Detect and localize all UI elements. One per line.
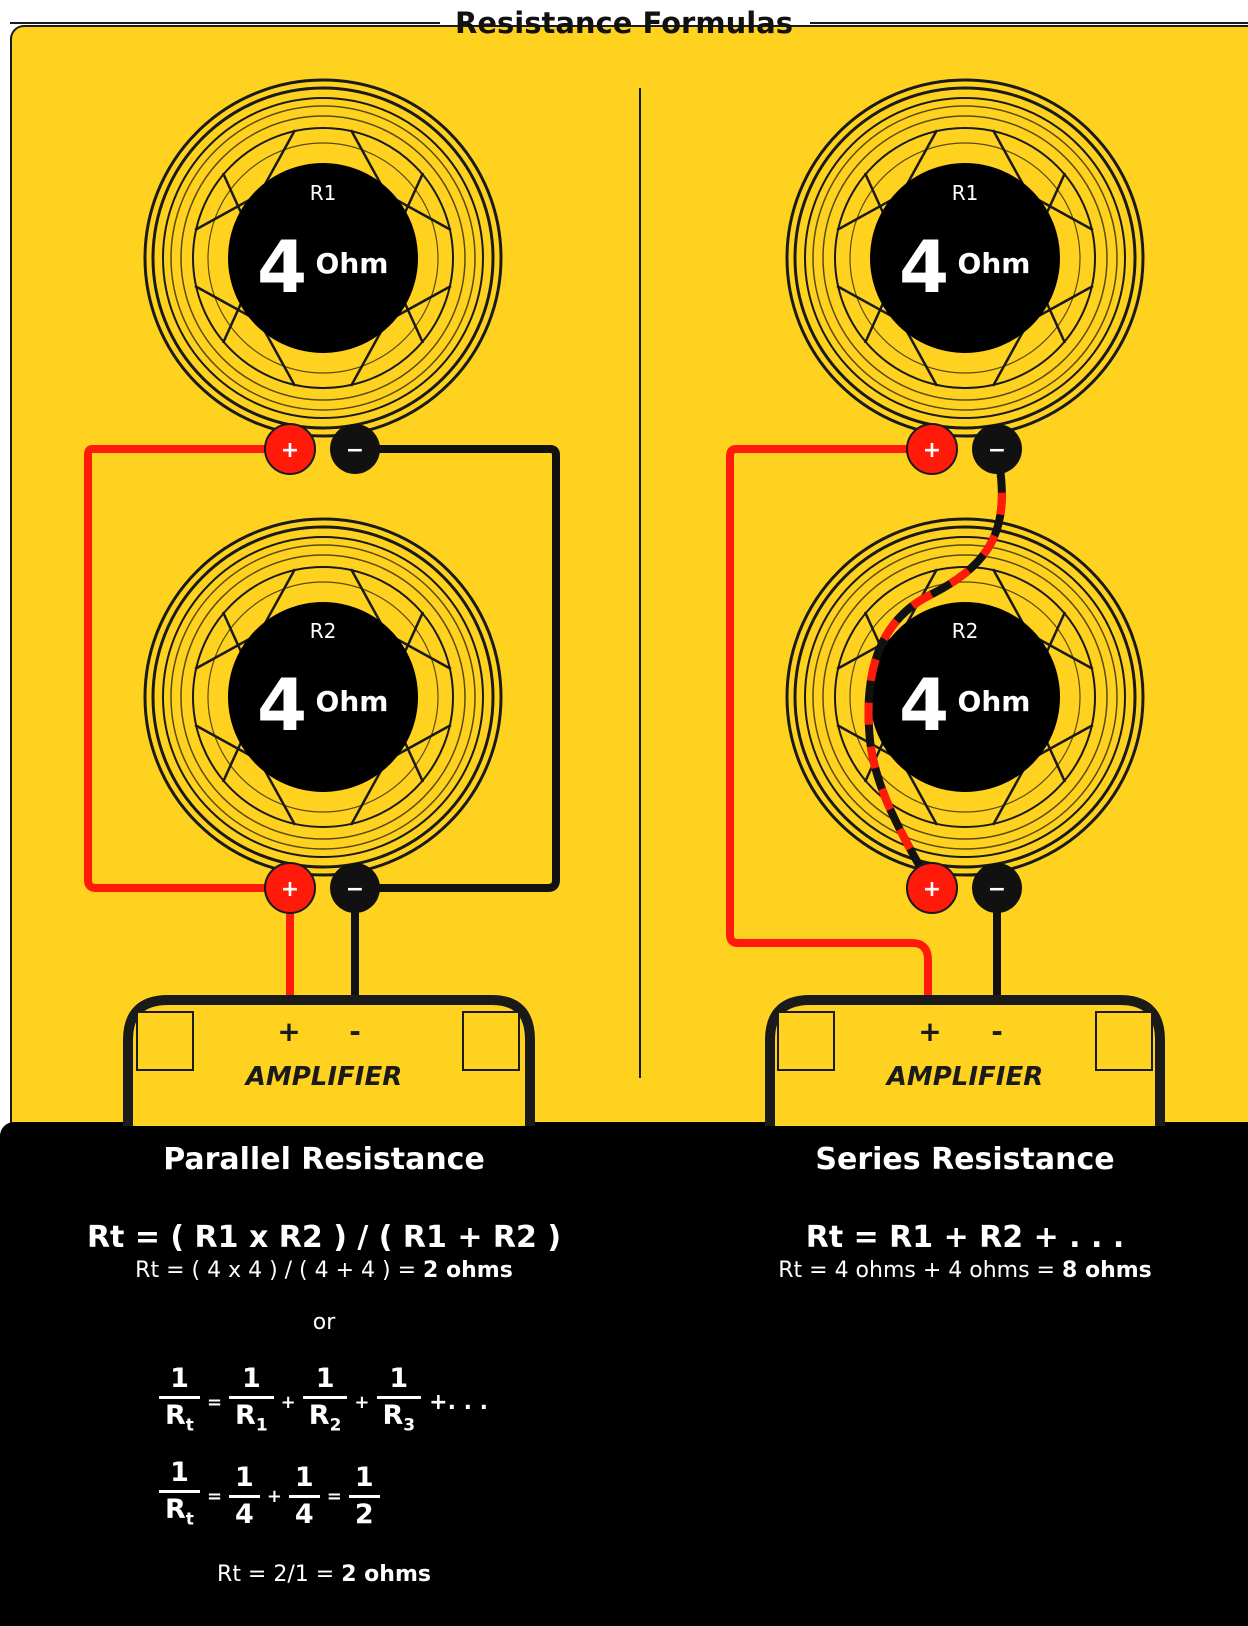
amplifier-plus-label: + [918, 1015, 941, 1048]
parallel-example-result: 2 ohms [423, 1258, 513, 1283]
terminal-right-bottom-negative [972, 863, 1022, 913]
terminal-minus-label: − [988, 877, 1006, 902]
terminal-plus-label: + [923, 438, 941, 463]
speaker-ohm-unit: Ohm [316, 685, 389, 718]
speaker-ohm-value: 4 [899, 663, 949, 747]
terminal-minus-label: − [988, 438, 1006, 463]
title-rule-left [10, 22, 440, 24]
speaker-ohm-unit: Ohm [958, 685, 1031, 718]
terminal-left-bottom-negative [330, 863, 380, 913]
terminal-left-top-negative [330, 424, 380, 474]
parallel-example-prefix: Rt = ( 4 x 4 ) / ( 4 + 4 ) = [135, 1258, 424, 1283]
title-rule-right [810, 22, 1248, 24]
speaker-ohm-value: 4 [257, 663, 307, 747]
speaker-label: R1 [310, 181, 337, 205]
speaker-ohm-value: 4 [257, 225, 307, 309]
amplifier-label: AMPLIFIER [885, 1062, 1044, 1092]
parallel-or: or [312, 1310, 336, 1335]
terminal-left-top-positive [264, 423, 316, 475]
series-example-result: 8 ohms [1061, 1258, 1152, 1283]
right-positive-wire [726, 445, 932, 1005]
ellipsis: +. . . [429, 1389, 488, 1415]
terminal-right-top-positive [906, 423, 958, 475]
left-positive-wire-loop [84, 445, 290, 892]
amplifier-minus-label: - [349, 1015, 361, 1048]
series-example: Rt = 4 ohms + 4 ohms = 8 ohms [705, 1258, 1225, 1283]
parallel-title: Parallel Resistance [163, 1142, 485, 1177]
amplifier-minus-label: - [991, 1015, 1003, 1048]
speaker-label: R1 [952, 181, 979, 205]
speaker-ohm-unit: Ohm [316, 247, 389, 280]
series-formula: Rt = R1 + R2 + . . . [805, 1220, 1125, 1255]
amplifier-plus-label: + [277, 1015, 300, 1048]
amplifier-left [123, 995, 535, 1126]
parallel-example: Rt = ( 4 x 4 ) / ( 4 + 4 ) = 2 ohms [34, 1258, 614, 1283]
terminal-right-top-negative [972, 424, 1022, 474]
series-title: Series Resistance [815, 1142, 1115, 1177]
terminal-right-bottom-positive [906, 862, 958, 914]
speaker-ohm-unit: Ohm [958, 247, 1031, 280]
parallel-final-result: 2 ohms [341, 1562, 431, 1587]
terminal-minus-label: − [346, 438, 364, 463]
series-example-prefix: Rt = 4 ohms + 4 ohms = [778, 1258, 1062, 1283]
amplifier-right [765, 995, 1165, 1126]
page-title: Resistance Formulas [455, 6, 793, 40]
formula-panel [0, 1122, 1248, 1626]
speaker-ohm-value: 4 [899, 225, 949, 309]
terminal-plus-label: + [923, 877, 941, 902]
parallel-final-prefix: Rt = 2/1 = [217, 1562, 342, 1587]
speaker-label: R2 [310, 619, 337, 643]
parallel-final: Rt = 2/1 = 2 ohms [124, 1562, 524, 1587]
speaker-label: R2 [952, 619, 979, 643]
left-negative-wire-loop [355, 445, 560, 892]
parallel-formula: Rt = ( R1 x R2 ) / ( R1 + R2 ) [86, 1220, 562, 1255]
amplifier-label: AMPLIFIER [244, 1062, 403, 1092]
wiring-diagram: + − + − + − + − R1 4 Ohm R2 4 Ohm R1 4 O… [84, 78, 1165, 1126]
terminal-plus-label: + [281, 877, 299, 902]
right-series-jumper-wire [864, 448, 1006, 890]
terminal-minus-label: − [346, 877, 364, 902]
terminal-plus-label: + [281, 438, 299, 463]
terminal-left-bottom-positive [264, 862, 316, 914]
